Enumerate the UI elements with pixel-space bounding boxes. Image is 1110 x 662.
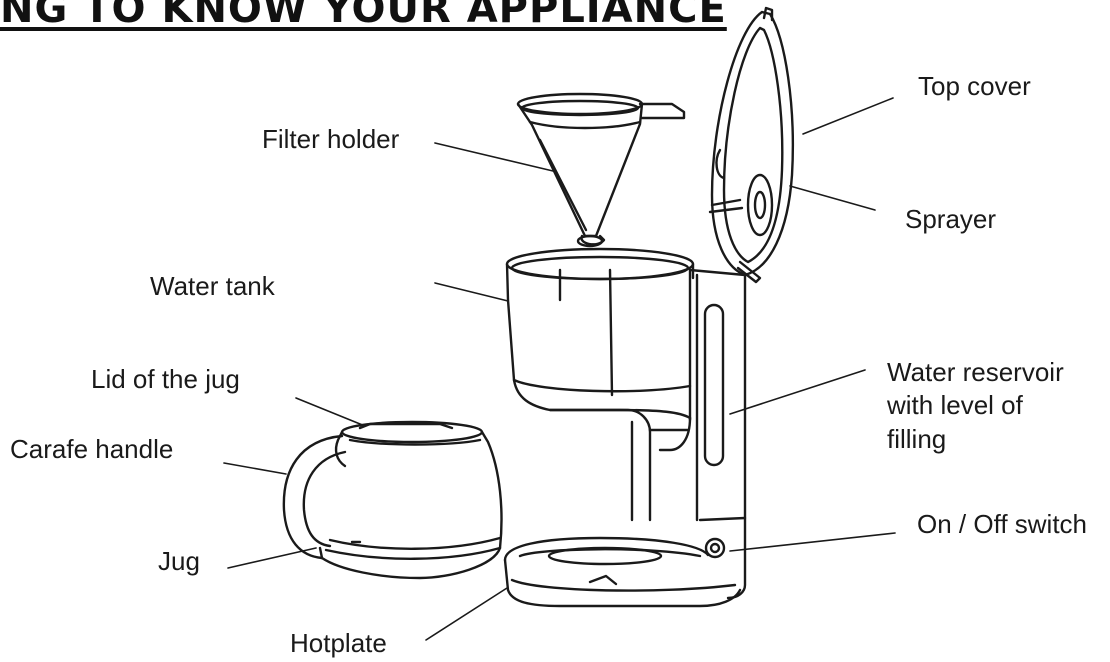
label-lid-of-jug: Lid of the jug bbox=[91, 364, 240, 394]
filter-holder-drawing bbox=[516, 92, 686, 248]
label-water-tank: Water tank bbox=[150, 271, 275, 301]
leader-lines bbox=[223, 97, 896, 641]
label-water-reservoir-line1: Water reservoir bbox=[887, 357, 1064, 387]
label-water-reservoir-line2: with level of bbox=[887, 390, 1023, 421]
label-jug: Jug bbox=[158, 546, 200, 576]
label-on-off-switch: On / Off switch bbox=[917, 509, 1088, 539]
page-title: NG TO KNOW YOUR APPLIANCE bbox=[0, 0, 727, 32]
water-tank-drawing bbox=[505, 247, 747, 600]
label-sprayer: Sprayer bbox=[905, 204, 997, 234]
label-hotplate: Hotplate bbox=[290, 628, 387, 658]
label-top-cover: Top cover bbox=[918, 71, 1031, 101]
hotplate-drawing bbox=[503, 516, 747, 608]
label-carafe-handle: Carafe handle bbox=[10, 434, 174, 464]
label-water-reservoir: Water reservoir with level of filling bbox=[887, 356, 1064, 456]
jug-drawing bbox=[282, 420, 503, 580]
label-filter-holder: Filter holder bbox=[262, 124, 400, 154]
top-cover-drawing bbox=[708, 6, 795, 284]
label-water-reservoir-line3: filling bbox=[887, 423, 947, 454]
